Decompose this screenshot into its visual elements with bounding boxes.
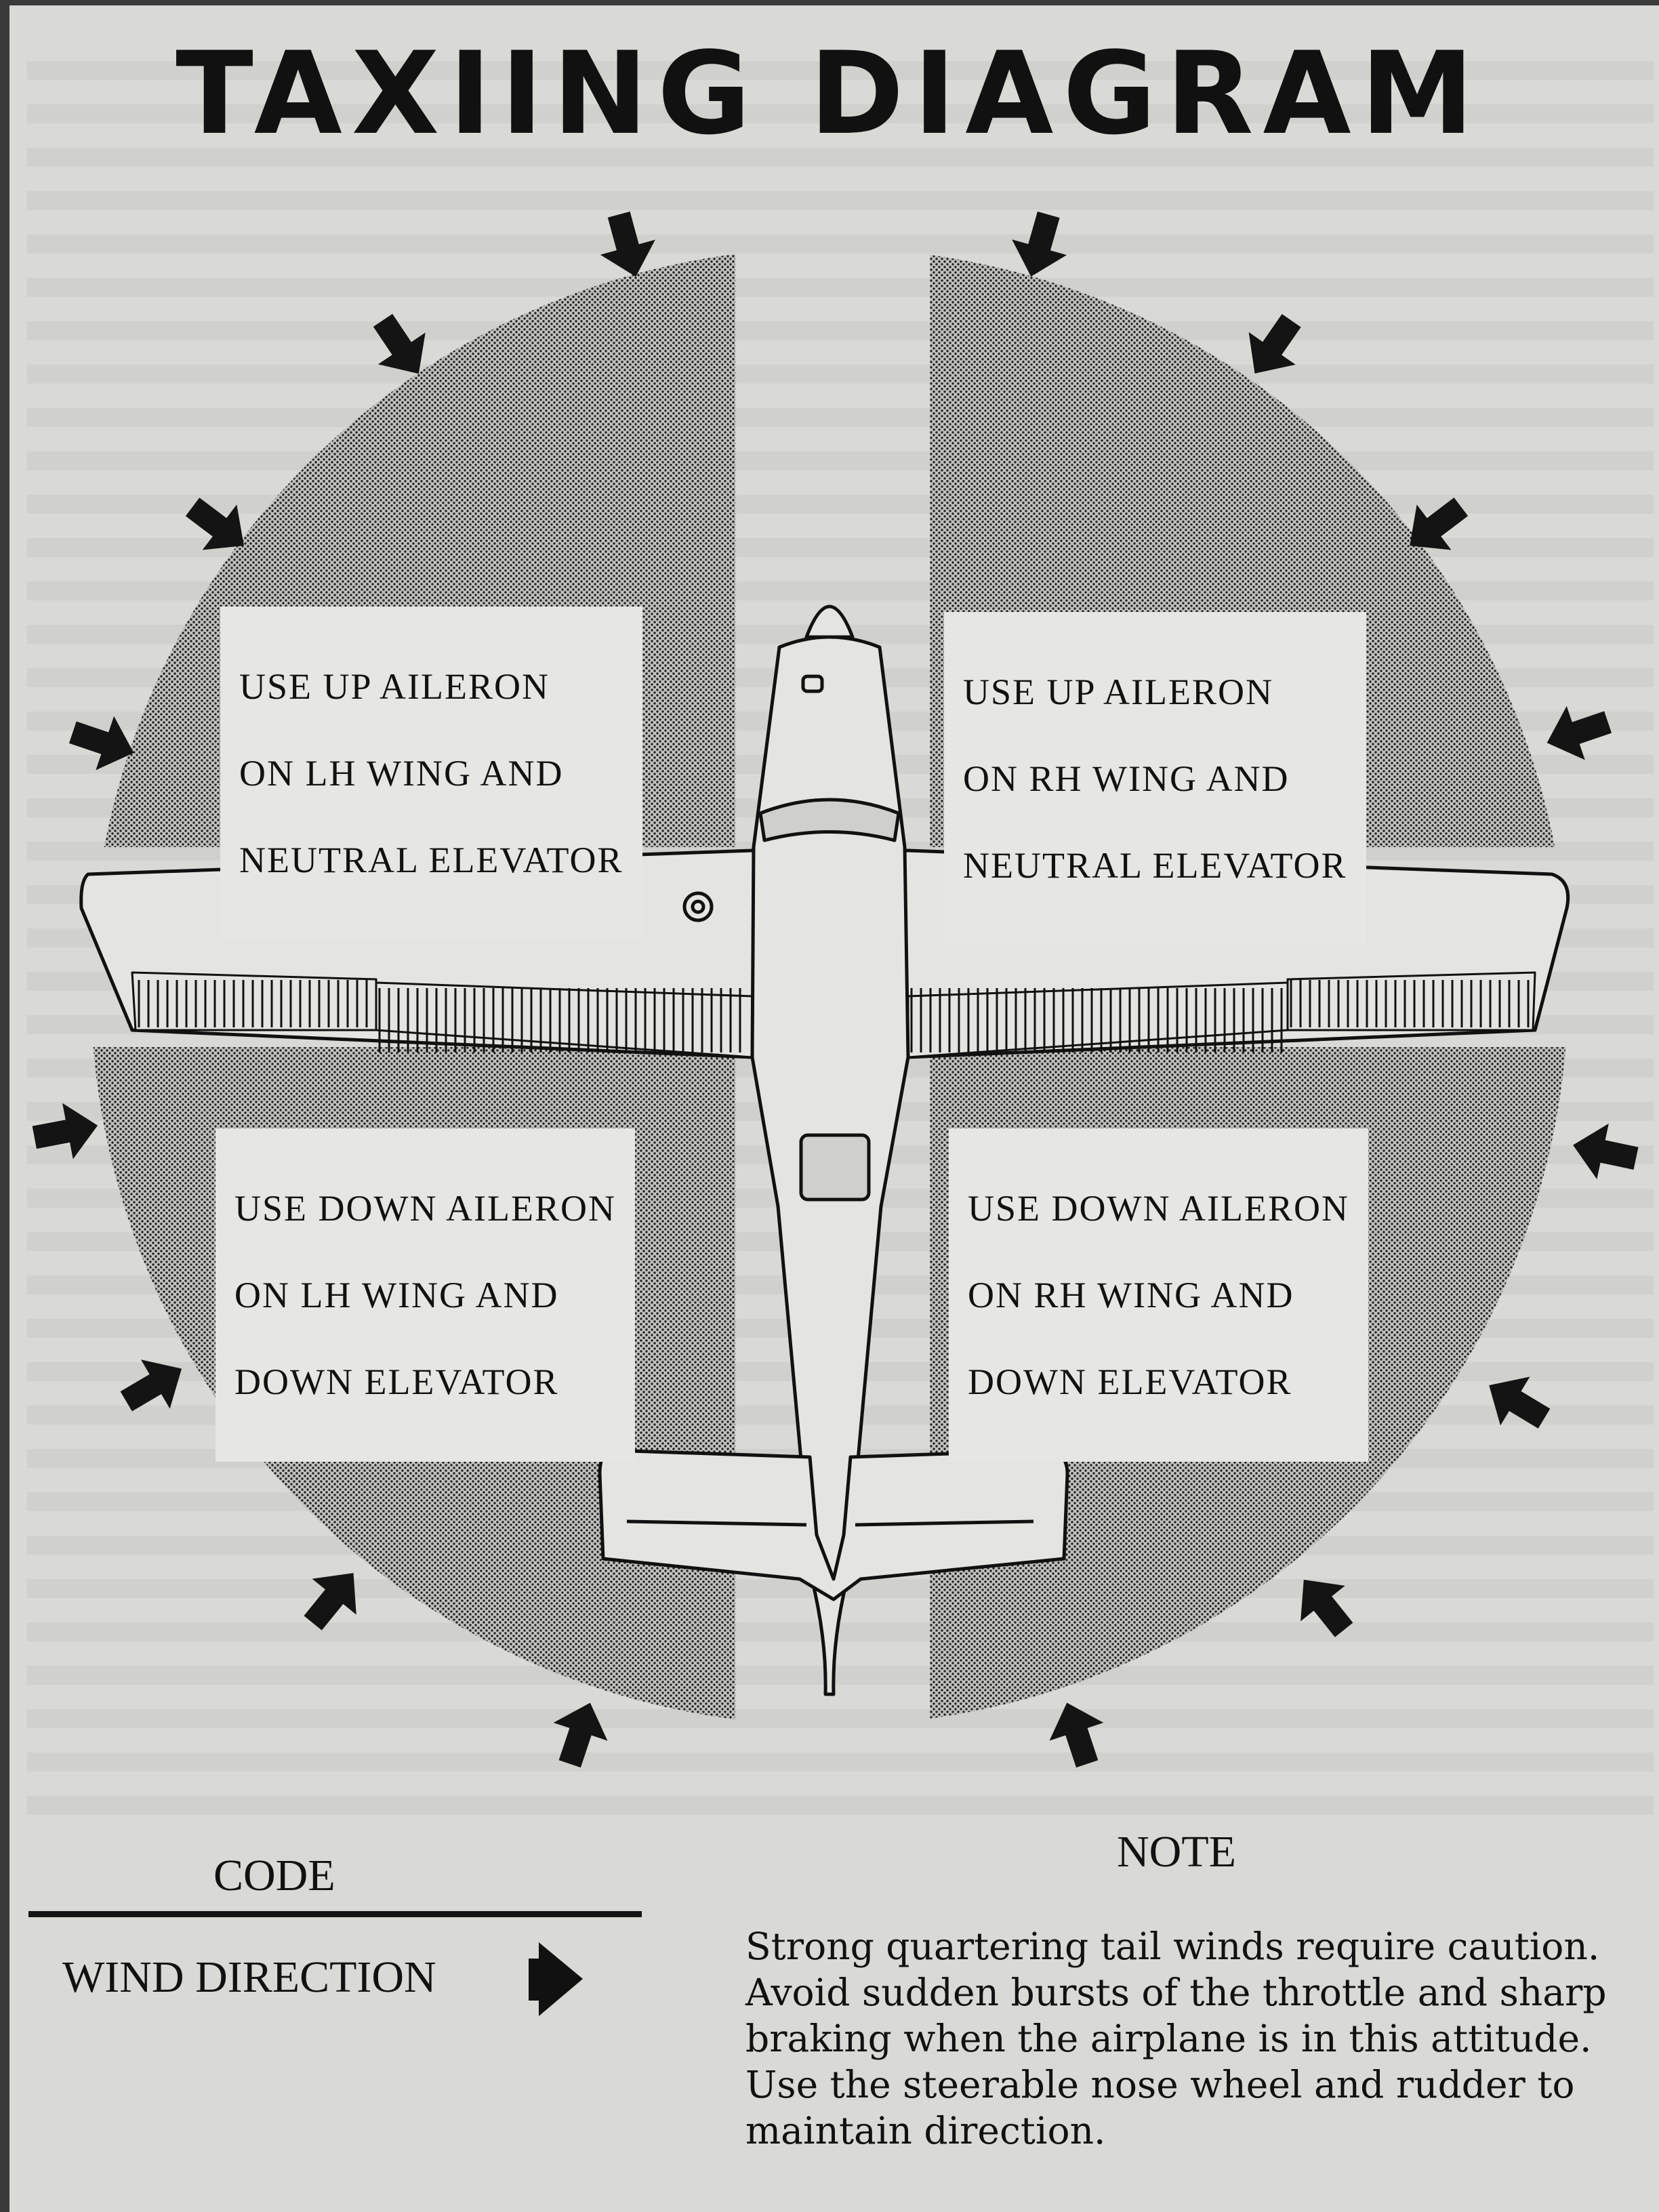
background-text-line bbox=[27, 1709, 1654, 1728]
wind-direction-arrow-icon bbox=[32, 1103, 98, 1160]
wind-direction-arrow-icon bbox=[1248, 314, 1301, 374]
background-text-line bbox=[27, 1753, 1654, 1771]
background-text-line bbox=[27, 451, 1654, 470]
quadrant-line: ON RH WING AND bbox=[963, 758, 1290, 799]
wind-direction-arrow-icon bbox=[1049, 1702, 1104, 1768]
quadrant-line: USE UP AILERON bbox=[963, 672, 1274, 712]
wind-direction-arrow-icon bbox=[1300, 1579, 1353, 1637]
code-wind-direction-label: WIND DIRECTION bbox=[62, 1952, 436, 2002]
quadrant-line: USE DOWN AILERON bbox=[968, 1188, 1349, 1229]
wind-direction-arrow-icon bbox=[1573, 1123, 1639, 1180]
note-line: maintain direction. bbox=[745, 2109, 1106, 2152]
note-line: Avoid sudden bursts of the throttle and … bbox=[745, 1971, 1607, 2014]
page-frame-top bbox=[0, 0, 1659, 5]
background-text-line bbox=[27, 148, 1654, 167]
airplane-elevator-line bbox=[626, 1519, 1034, 1527]
page-title: TAXIING DIAGRAM bbox=[176, 27, 1483, 160]
background-text-line bbox=[27, 104, 1654, 123]
code-legend-title: CODE bbox=[213, 1851, 335, 1900]
wind-direction-arrow-icon bbox=[1489, 1376, 1551, 1429]
background-text-line bbox=[27, 61, 1654, 80]
airplane-rear-window bbox=[799, 1133, 871, 1202]
quadrant-line: NEUTRAL ELEVATOR bbox=[963, 845, 1347, 886]
note-line: Use the steerable nose wheel and rudder … bbox=[745, 2063, 1575, 2106]
wind-direction-arrow-icon bbox=[1012, 211, 1067, 277]
code-wind-direction-arrow-icon bbox=[529, 1942, 583, 2016]
wind-arrows bbox=[32, 211, 1639, 1768]
quadrant-line: DOWN ELEVATOR bbox=[968, 1361, 1292, 1402]
wind-direction-arrow-icon bbox=[553, 1702, 608, 1768]
wind-direction-arrow-icon bbox=[304, 1573, 356, 1631]
fuel-cap-left-inner bbox=[691, 899, 705, 914]
quadrant-line: ON LH WING AND bbox=[239, 753, 564, 794]
wind-direction-arrow-icon bbox=[1547, 705, 1612, 760]
background-text-line bbox=[27, 365, 1654, 384]
quadrant-line: ON RH WING AND bbox=[968, 1275, 1294, 1315]
airplane-access-panel bbox=[801, 674, 824, 693]
background-text-line bbox=[27, 278, 1654, 297]
note-line: braking when the airplane is in this att… bbox=[745, 2017, 1592, 2060]
background-text-line bbox=[27, 321, 1654, 340]
quadrant-label-lower-left: USE DOWN AILERON ON LH WING AND DOWN ELE… bbox=[216, 1128, 635, 1462]
wind-direction-arrow-icon bbox=[373, 314, 426, 374]
wind-direction-arrow-icon bbox=[600, 211, 655, 277]
note-line: Strong quartering tail winds require cau… bbox=[745, 1925, 1600, 1968]
background-text-line bbox=[27, 1622, 1654, 1641]
wing-trailing-edge-hatching bbox=[131, 971, 1536, 1059]
wind-direction-arrow-icon bbox=[1410, 497, 1469, 550]
note-title: NOTE bbox=[1117, 1827, 1236, 1877]
background-text-line bbox=[27, 234, 1654, 253]
background-text-line bbox=[27, 408, 1654, 427]
airplane-spinner bbox=[804, 605, 855, 639]
quadrant-line: USE DOWN AILERON bbox=[234, 1188, 616, 1229]
airplane-windshield bbox=[758, 798, 901, 842]
quadrant-line: NEUTRAL ELEVATOR bbox=[239, 840, 623, 880]
wind-direction-arrow-icon bbox=[68, 716, 134, 771]
quadrant-label-upper-right: USE UP AILERON ON RH WING AND NEUTRAL EL… bbox=[944, 612, 1366, 945]
wind-direction-arrow-icon bbox=[120, 1359, 182, 1412]
background-text-line bbox=[27, 1666, 1654, 1685]
background-text-line bbox=[27, 1796, 1654, 1815]
page-frame-left bbox=[0, 0, 9, 2212]
airplane-top-view-icon bbox=[79, 605, 1570, 1696]
wind-direction-arrow-icon bbox=[185, 497, 244, 550]
code-legend-divider bbox=[28, 1911, 642, 1917]
quadrant-line: ON LH WING AND bbox=[234, 1275, 559, 1315]
quadrant-label-upper-left: USE UP AILERON ON LH WING AND NEUTRAL EL… bbox=[220, 607, 642, 940]
quadrant-label-lower-right: USE DOWN AILERON ON RH WING AND DOWN ELE… bbox=[949, 1128, 1368, 1462]
quadrant-line: DOWN ELEVATOR bbox=[234, 1361, 559, 1402]
background-text-line bbox=[27, 191, 1654, 210]
quadrant-line: USE UP AILERON bbox=[239, 666, 550, 707]
note-text: Strong quartering tail winds require cau… bbox=[745, 1923, 1654, 2154]
